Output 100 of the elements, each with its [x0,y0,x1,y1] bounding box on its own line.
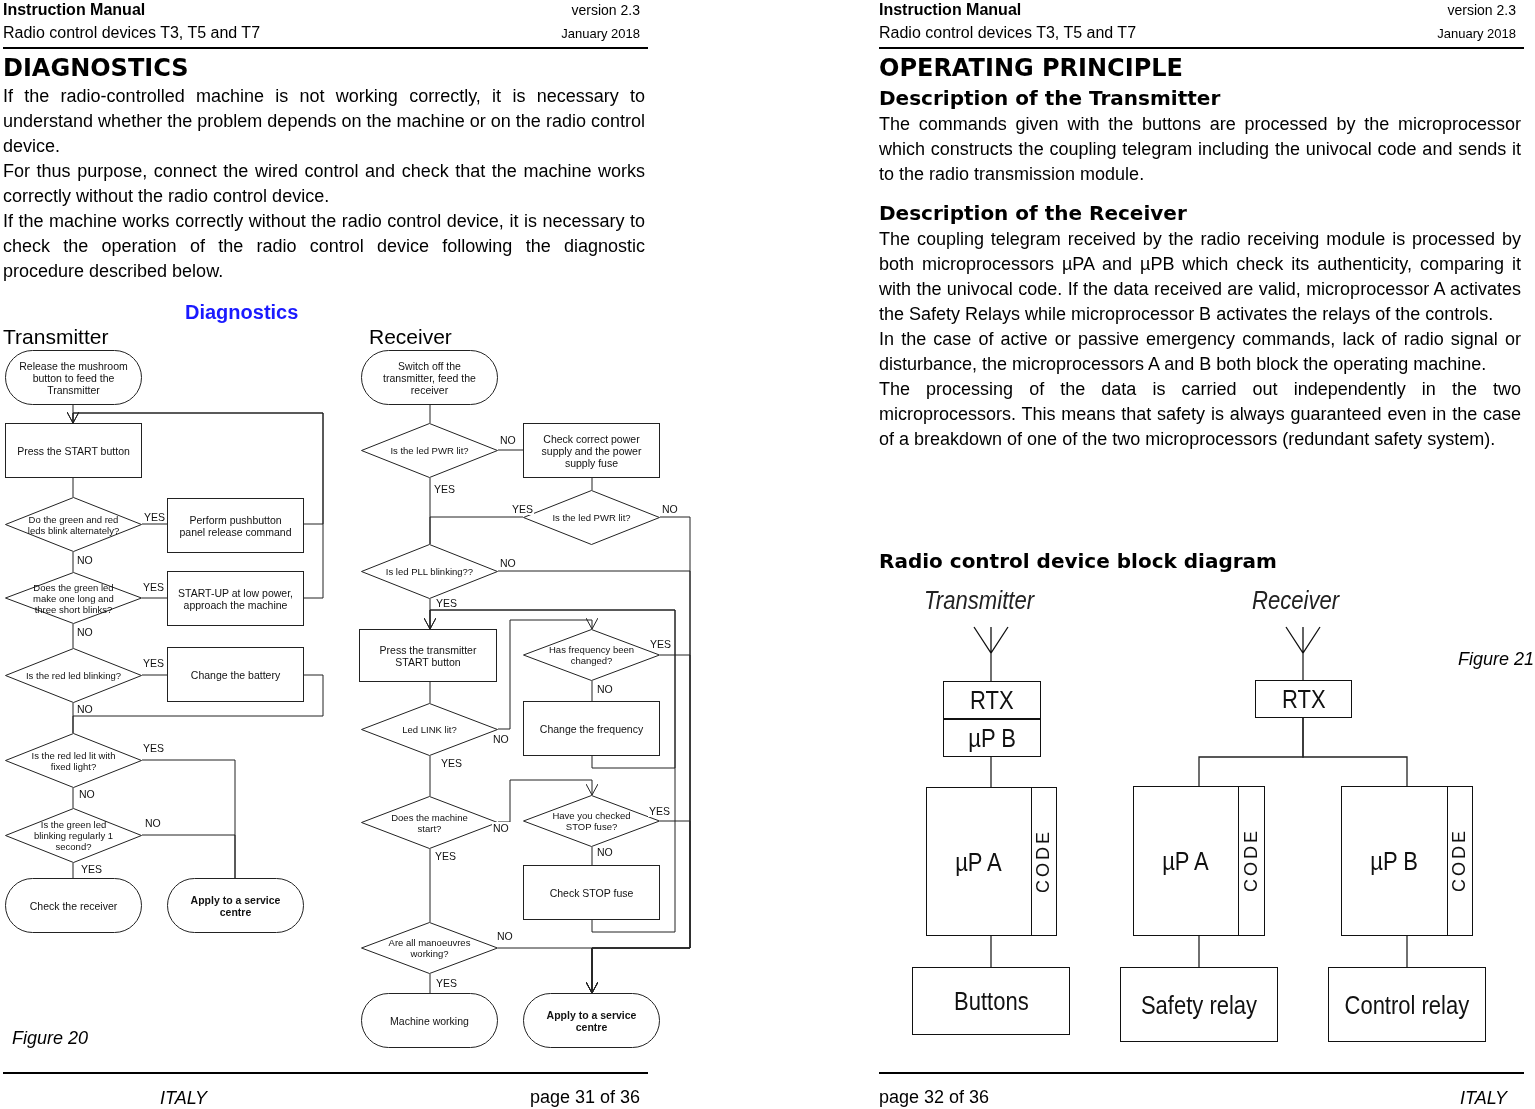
node-text: Release the mushroom button to feed the Transmitter [18,359,129,396]
decision-diamond [5,733,142,788]
node-text: µP B [1370,847,1418,875]
node-text: RTX [1281,685,1326,713]
edge-label: YES [142,657,165,669]
edge-label: YES [142,581,165,593]
edge-label: NO [499,557,517,569]
antenna-symbol [973,626,1009,654]
block-box [1120,967,1278,1042]
figure-caption: Figure 21 [1458,648,1535,671]
node-text: Buttons [953,987,1029,1015]
connector-line [72,404,74,424]
node-text: Check correct power supply and the power supply fuse [540,432,643,469]
node-text: Are all manoeuvres working? [387,937,472,959]
block-label: Transmitter [924,584,1035,617]
version-text: version 2.3 [571,1,640,20]
footer-text: ITALY [160,1087,208,1109]
process-box [167,498,304,553]
paragraph: In the case of active or passive emergency commands, lack of radio signal or disturbance, the microprocessors A and B both block the operating machine. [879,328,1521,376]
connector-line [141,674,168,676]
section-heading: Description of the Receiver [879,200,1188,227]
process-box [167,571,304,626]
edge-label: NO [76,554,94,566]
process-box [523,865,660,920]
block-box [1328,967,1486,1042]
connector-line [141,597,168,599]
node-text: Press the START button [17,444,130,457]
connector-line [429,681,431,704]
edge-label: YES [648,805,671,817]
node-text: Check STOP fuse [549,886,634,899]
connector-line [591,846,593,866]
edge-label: YES [649,638,672,650]
edge-label: YES [142,742,165,754]
connector-line [1198,935,1200,968]
page-number: page 31 of 36 [529,1086,640,1109]
connector-line [990,756,992,788]
heading-text: Diagnostics [185,300,299,325]
section-heading: Radio control device block diagram [879,548,1277,575]
paragraph: The processing of the data is carried out independently in the two microprocessors. This means that safety is always guaranteed even in the case of a breakdown of one of the two microprocessors (redundant safety system). [879,378,1521,451]
connector-line [141,834,236,879]
block-label: Receiver [1252,584,1340,617]
date-text: January 2018 [1437,26,1516,43]
node-text: Machine working [390,1014,469,1027]
paragraph: The coupling telegram received by the radio receiving module is processed by both microprocessors µPA and µPB which check its authenticity, comparing it with the univocal code. If the data received are valid, microprocessor A activates the Safety Relays while microprocessor B activates the relays of the controls. [879,228,1521,326]
block-box [943,681,1041,719]
process-box [523,423,660,478]
node-text: Is the green led blinking regularly 1 second? [32,819,115,852]
node-text: µP B [968,724,1016,752]
edge-label: NO [76,703,94,715]
paragraph: The commands given with the buttons are processed by the microprocessor which constructs the coupling telegram including the univocal code and sends it to the radio transmission module. [879,113,1521,186]
node-text: CODE [1240,828,1262,893]
decision-diamond [361,922,498,974]
node-text: Perform pushbutton panel release command [178,513,293,538]
connector-line [429,404,431,424]
header-subtitle: Radio control devices T3, T5 and T7 [3,23,261,43]
section-heading: Description of the Transmitter [879,85,1222,112]
process-box [523,701,660,756]
node-text: Switch off the transmitter, feed the receiver [382,359,477,396]
paragraph: For thus purpose, connect the wired control and check that the machine works correctly without the radio control device. [3,160,645,208]
decision-diamond [5,648,142,703]
edge-label: NO [499,434,517,446]
date-text: January 2018 [561,26,640,43]
node-text: Control relay [1344,990,1470,1019]
connector-line [141,523,168,525]
edge-label: YES [440,757,463,769]
node-text: µP A [1162,847,1209,875]
connector-line [429,973,431,994]
block-box [926,787,1057,936]
column-heading: Transmitter [3,324,109,350]
edge-label: NO [496,930,514,942]
connector-line [591,477,593,491]
antenna-symbol [1285,626,1321,654]
edge-label: NO [661,503,679,515]
connector-line [497,449,524,451]
edge-label: NO [492,733,510,745]
decision-diamond [5,808,142,863]
paragraph: If the radio-controlled machine is not working correctly, it is necessary to understand whether the problem depends on the machine or on the radio control device. [3,85,645,158]
edge-label: YES [433,483,456,495]
block-box [943,719,1041,757]
node-text: Safety relay [1140,990,1258,1019]
edge-label: YES [143,511,166,523]
block-box [1133,786,1265,936]
decision-diamond [5,497,142,552]
connector-line [429,516,524,545]
connector-line [72,551,74,573]
connector-line [1406,935,1408,968]
page-heading: DIAGNOSTICS [3,53,190,84]
column-heading: Receiver [369,324,452,350]
connector-line [591,680,593,702]
footer-text: ITALY [1460,1087,1508,1109]
connector-line [429,598,431,630]
connector-line [72,702,74,734]
decision-diamond [361,544,498,599]
connector-line [990,935,992,968]
node-text: Is the led PWR lit? [389,445,470,456]
header-title: Instruction Manual [879,0,1022,20]
block-box [1341,786,1473,936]
node-text: Does the green led make one long and three short blinks? [32,581,115,615]
header-subtitle: Radio control devices T3, T5 and T7 [879,23,1137,43]
edge-label: YES [435,977,458,989]
